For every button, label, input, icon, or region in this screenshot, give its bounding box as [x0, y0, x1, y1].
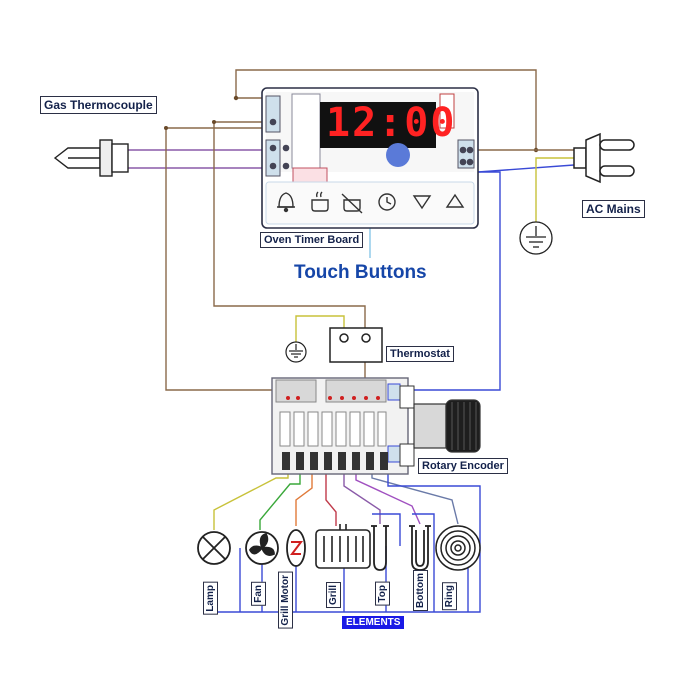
thermostat-label: Thermostat — [386, 346, 454, 362]
load-label-grill-motor: Grill Motor — [278, 572, 293, 629]
load-label-grill-motor-text: Grill Motor — [280, 575, 291, 626]
wire-load-ring — [371, 472, 459, 525]
wire-brown-thermostat — [213, 121, 366, 328]
rotary-encoder-body — [271, 377, 415, 475]
wire-neutral-bus — [212, 472, 481, 613]
wire-load-lamp — [213, 472, 289, 530]
elements-badge: ELEMENTS — [342, 616, 405, 629]
rotary-encoder-label: Rotary Encoder — [418, 458, 508, 474]
touch-buttons-title: Touch Buttons — [294, 262, 427, 283]
ring-element-icon — [435, 525, 481, 571]
wire-blue-encoder — [404, 171, 501, 391]
grill-element-icon — [315, 524, 371, 569]
thermostat-box — [329, 327, 383, 363]
up-arrow-icon — [445, 193, 465, 208]
no-cooking-icon — [341, 193, 363, 214]
thermocouple-probe — [53, 139, 129, 177]
wire-brown-top — [235, 69, 537, 150]
earth-mains-icon — [519, 221, 553, 255]
ac-plug-icon — [573, 132, 635, 184]
load-label-grill: Grill — [326, 582, 341, 609]
load-label-ring: Ring — [442, 582, 457, 611]
grill-motor-icon — [286, 529, 306, 567]
gas-thermocouple-label: Gas Thermocouple — [40, 96, 157, 114]
wire-load-fan — [259, 472, 301, 530]
ac-mains-label: AC Mains — [582, 200, 645, 218]
oven-timer-board-label: Oven Timer Board — [260, 232, 364, 248]
load-label-top: Top — [375, 582, 390, 606]
wire-load-bottom — [355, 472, 421, 525]
wire-thermostat-earth — [295, 315, 345, 342]
wire-earth-mains — [535, 157, 574, 222]
clock-icon — [378, 193, 396, 211]
wire-load-grill-motor — [295, 472, 313, 526]
wire-blue-mains — [477, 164, 575, 173]
wire-load-top — [343, 472, 381, 524]
bell-icon — [277, 192, 295, 213]
top-element-icon — [371, 525, 389, 571]
wire-load-grill — [325, 472, 337, 526]
timer-display: 12:00 — [326, 100, 457, 146]
load-label-lamp: Lamp — [203, 582, 218, 615]
bottom-element-icon — [409, 525, 431, 571]
load-label-bottom: Bottom — [413, 570, 428, 611]
down-arrow-icon — [412, 195, 432, 210]
cooking-pot-icon — [311, 191, 329, 212]
wire-brown-left — [165, 127, 272, 391]
lamp-icon — [197, 531, 231, 565]
rotary-knob — [413, 399, 481, 453]
load-label-fan: Fan — [251, 582, 266, 606]
fan-icon — [245, 531, 279, 565]
earth-thermostat-icon — [285, 341, 307, 363]
